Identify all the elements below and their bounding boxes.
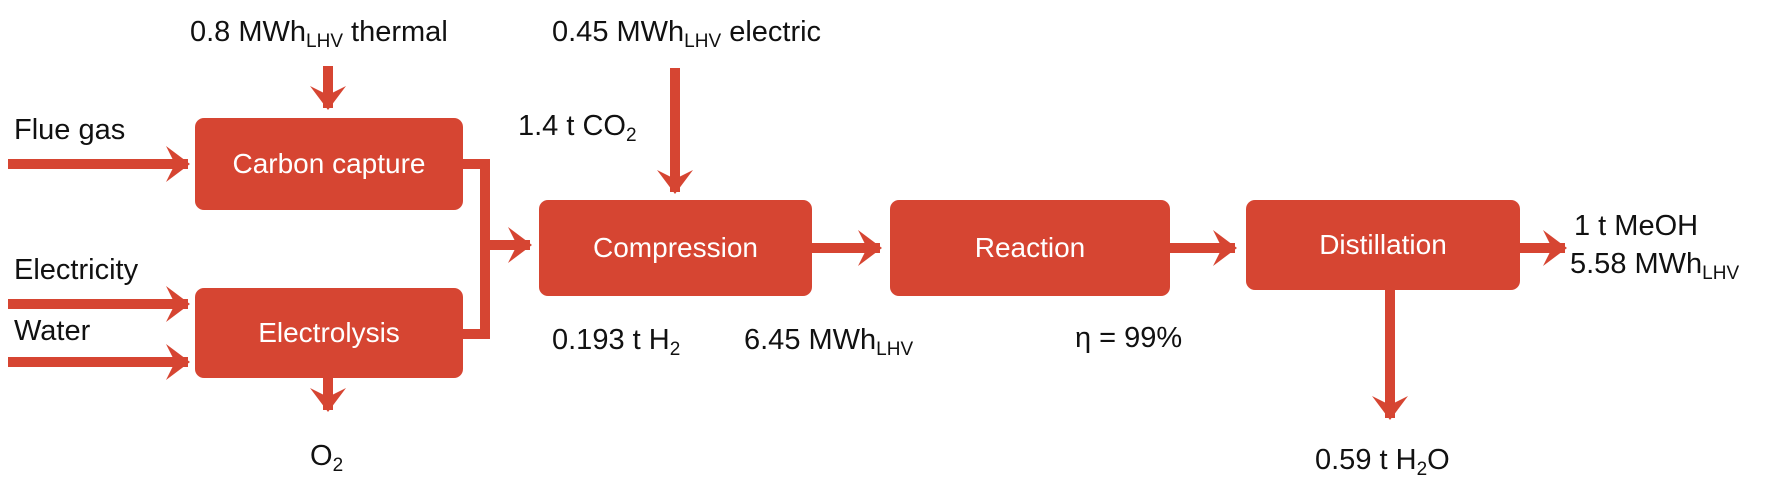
h2-energy-label: 6.45 MWhLHV	[744, 324, 914, 360]
electrolysis-label: Electrolysis	[258, 317, 400, 348]
capture-to-compression-line	[463, 159, 490, 339]
electric-energy-label: 0.45 MWhLHV electric	[552, 16, 822, 52]
flue-gas-label: Flue gas	[14, 114, 126, 146]
reaction-label: Reaction	[974, 232, 1086, 263]
electrolysis-box: Electrolysis	[195, 288, 463, 378]
electricity-label: Electricity	[14, 254, 139, 286]
distillation-label: Distillation	[1319, 229, 1447, 260]
thermal-energy-label: 0.8 MWhLHV thermal	[190, 16, 448, 52]
methanol-mass-label: 1 t MeOH	[1574, 210, 1699, 242]
co2-label: 1.4 t CO2	[518, 110, 637, 146]
h2-mass-label: 0.193 t H2	[552, 324, 681, 360]
reaction-box: Reaction	[890, 200, 1170, 296]
distillation-box: Distillation	[1246, 200, 1520, 290]
efficiency-label: η = 99%	[1075, 322, 1183, 354]
carbon-capture-label: Carbon capture	[232, 148, 426, 179]
carbon-capture-box: Carbon capture	[195, 118, 463, 210]
water-label: Water	[14, 315, 91, 347]
water-out-label: 0.59 t H2O	[1315, 444, 1450, 480]
methanol-energy-label: 5.58 MWhLHV	[1570, 248, 1740, 284]
compression-label: Compression	[593, 232, 758, 263]
o2-label: O2	[310, 440, 344, 476]
compression-box: Compression	[539, 200, 812, 296]
